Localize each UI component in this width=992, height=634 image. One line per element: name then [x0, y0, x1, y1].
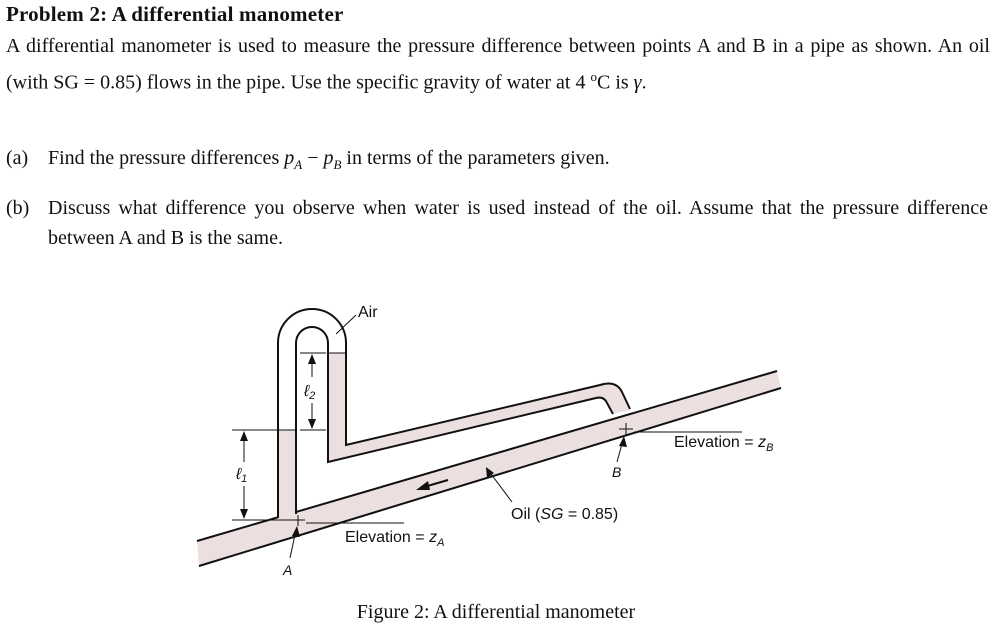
oil-label: Oil (SG = 0.85)	[511, 506, 618, 523]
l1-label: ℓ1	[235, 466, 247, 485]
air-leader	[335, 314, 357, 335]
question-a-text: Find the pressure differences pA − pB in…	[48, 147, 610, 172]
point-b-arrow	[619, 436, 627, 447]
elevation-a-label: Elevation = zA	[345, 529, 444, 549]
question-b: (b) Discuss what difference you observe …	[6, 194, 992, 254]
point-b-label: B	[612, 464, 621, 480]
l1-label-bg	[234, 462, 254, 486]
degree-symbol: o	[590, 68, 597, 84]
question-b-text: Discuss what difference you observe when…	[48, 197, 988, 249]
problem-title: Problem 2: A differential manometer	[6, 2, 344, 26]
question-a: (a) Find the pressure differences pA − p…	[6, 144, 992, 174]
statement-end: .	[641, 71, 647, 94]
l2-arrow-up	[308, 354, 316, 364]
statement-text: A differential manometer is used to meas…	[6, 35, 990, 94]
problem-statement: A differential manometer is used to meas…	[6, 32, 990, 98]
pipe-body	[197, 371, 781, 566]
point-a-arrow	[292, 526, 300, 537]
air-label: Air	[358, 304, 378, 321]
question-b-label: (b)	[6, 197, 30, 219]
l2-arrow-down	[308, 419, 316, 429]
oil-leader	[487, 469, 513, 503]
statement-text-2: C is	[596, 71, 634, 94]
elevation-b-label: Elevation = zB	[674, 434, 773, 454]
point-a-label: A	[282, 562, 292, 578]
question-a-label: (a)	[6, 147, 29, 169]
l1-arrow-up	[240, 431, 248, 441]
figure-caption: Figure 2: A differential manometer	[356, 601, 636, 623]
tube-outer-wall	[277, 308, 631, 518]
gamma-symbol: γ	[633, 71, 642, 94]
oil-leader-arrow	[486, 467, 494, 478]
l1-arrow-down	[240, 509, 248, 519]
l2-label: ℓ2	[303, 383, 315, 402]
tube-inner-wall	[295, 326, 614, 514]
l2-label-bg	[303, 377, 321, 403]
flow-arrow-head	[416, 481, 430, 490]
